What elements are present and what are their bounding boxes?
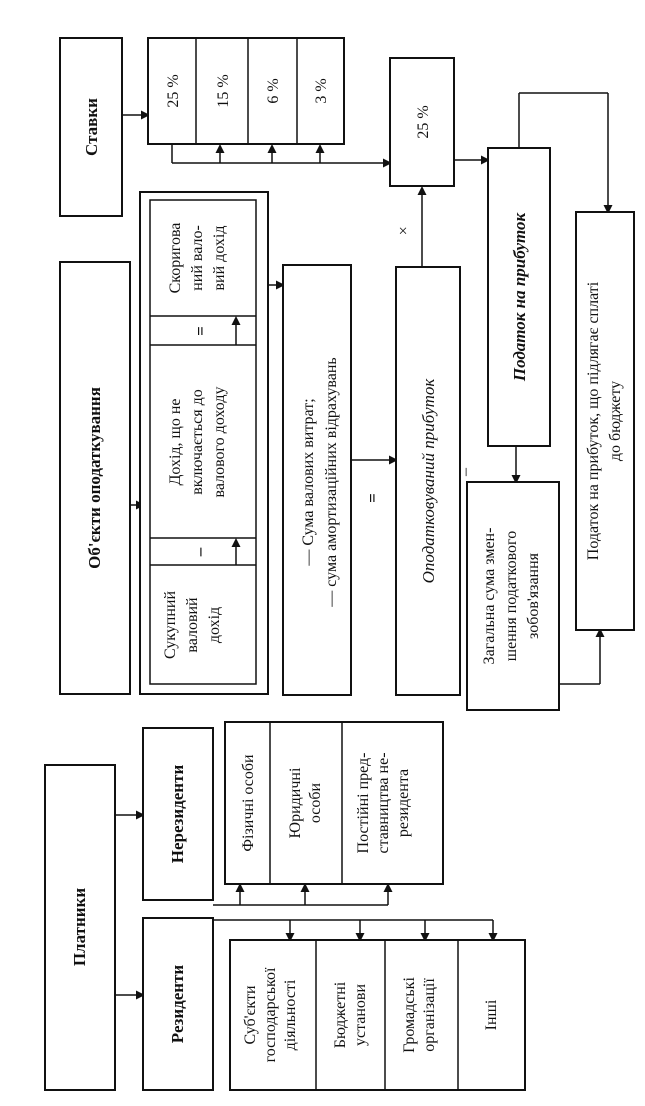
nonresidents-box <box>142 727 214 901</box>
gross-income-2: валовий <box>184 597 201 653</box>
objects-section: Об'єкти оподаткування Сукупний валовий д… <box>59 186 461 696</box>
nonresidents-item-individuals: Фізичні особи <box>240 754 257 852</box>
formula-inner-frame <box>149 199 257 685</box>
deductions-line-1: — Сума валових витрат; <box>300 398 317 566</box>
reduction-box <box>466 481 560 711</box>
applied-rate-value: 25 % <box>415 105 432 138</box>
payers-title: Платники <box>70 888 89 967</box>
residents-item-public-1: Громадські <box>401 977 418 1053</box>
tax-section: Податок на прибуток – Загальна сума змен… <box>457 92 635 711</box>
residents-title: Резиденти <box>168 965 187 1044</box>
gross-income-1: Сукупний <box>162 591 179 660</box>
nonresidents-item-reps-3: резидента <box>395 769 412 837</box>
residents-item-budget-2: установи <box>352 984 369 1047</box>
deductions-box <box>282 264 352 696</box>
payers-section: Платники Резиденти Нерезиденти Суб'єкти … <box>44 721 526 1091</box>
residents-item-other: Інші <box>483 999 500 1030</box>
residents-list-box <box>229 939 526 1091</box>
profit-tax-label: Податок на прибуток <box>510 212 529 382</box>
reduction-line-1: Загальна сума змен- <box>481 528 498 665</box>
nonresidents-item-reps-2: ставництва не- <box>375 752 392 853</box>
nonresidents-item-legal-1: Юридичні <box>287 767 304 838</box>
excluded-income-2: включається до <box>189 389 206 495</box>
rate-value-3: 3 % <box>313 78 330 103</box>
payers-box <box>44 764 116 1091</box>
nonresidents-item-legal-2: особи <box>307 782 324 823</box>
tax-minus-sign: – <box>457 467 474 477</box>
residents-item-entities-2: господарської <box>262 967 279 1062</box>
rate-value-25: 25 % <box>165 74 182 107</box>
taxable-profit-box <box>395 266 461 696</box>
rate-value-15: 15 % <box>215 74 232 107</box>
applied-rate-box <box>389 57 455 187</box>
adjusted-income-1: Скоригова <box>167 223 184 294</box>
payable-line-2: до бюджету <box>607 381 624 461</box>
rates-values-box <box>147 37 345 145</box>
residents-item-entities-3: діяльності <box>282 979 299 1050</box>
excluded-income-1: Дохід, що не <box>167 398 184 485</box>
rates-section: Ставки 25 % 15 % 6 % 3 % 25 % <box>59 37 490 217</box>
residents-item-budget-1: Бюджетні <box>332 981 349 1048</box>
adjusted-income-3: вий дохід <box>211 225 228 290</box>
objects-box <box>59 261 131 695</box>
reduction-line-3: зобов'язання <box>525 552 542 639</box>
rate-value-6: 6 % <box>265 78 282 103</box>
nonresidents-item-reps-1: Постійні пред- <box>355 753 372 854</box>
residents-box <box>142 917 214 1091</box>
deductions-line-2: — сума амортизаційних відрахувань <box>323 357 340 607</box>
reduction-line-2: шення податкового <box>503 531 520 661</box>
taxable-profit-label: Оподатковуваний прибуток <box>419 378 438 584</box>
deductions-equals-sign: = <box>363 493 382 503</box>
nonresidents-list-box <box>224 721 444 885</box>
gross-income-3: дохід <box>206 607 223 643</box>
payable-box <box>575 211 635 631</box>
objects-title: Об'єкти оподаткування <box>85 387 104 569</box>
excluded-income-3: валового доходу <box>211 387 228 498</box>
rates-title: Ставки <box>82 98 101 156</box>
residents-item-public-2: організації <box>421 978 438 1052</box>
residents-item-entities-1: Суб'єкти <box>242 985 259 1045</box>
formula-equals-sign: = <box>191 326 210 336</box>
adjusted-income-2: ний вало- <box>189 225 206 291</box>
times-sign: × <box>398 223 407 240</box>
formula-minus-sign: – <box>190 547 209 557</box>
payable-line-1: Податок на прибуток, що підлягає сплаті <box>585 281 602 560</box>
nonresidents-title: Нерезиденти <box>168 765 187 864</box>
rates-box <box>59 37 123 217</box>
